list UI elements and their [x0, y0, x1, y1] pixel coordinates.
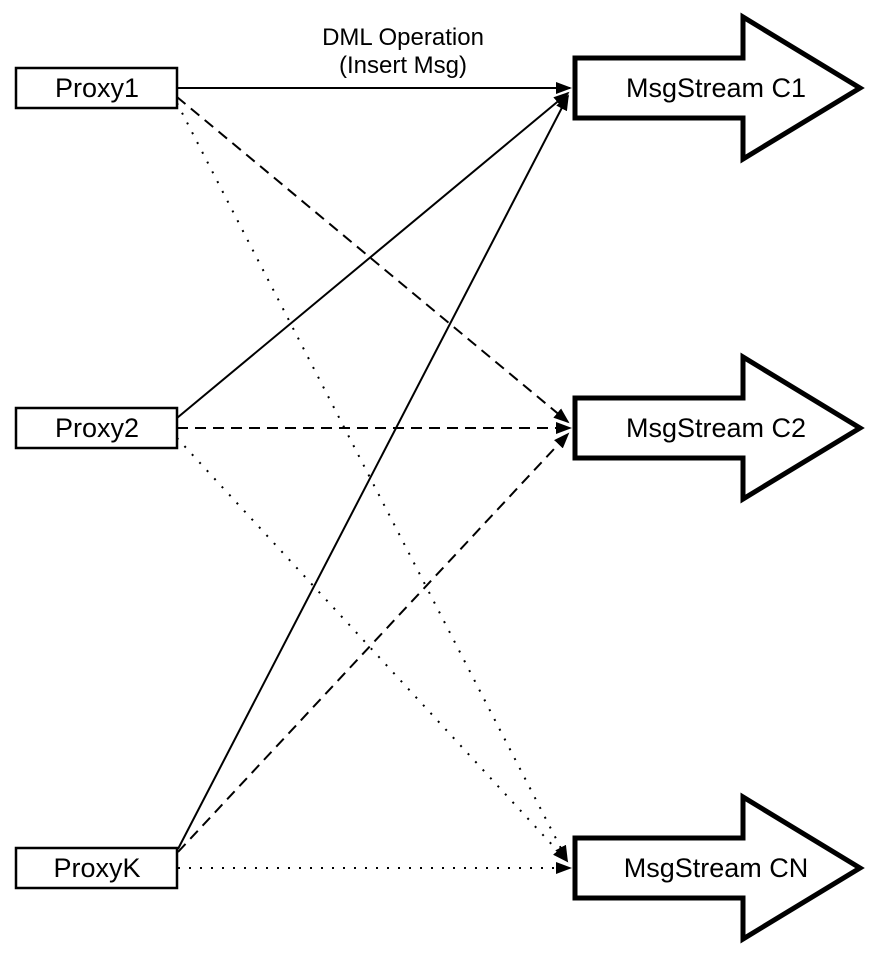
proxy2-box [14, 406, 179, 450]
dml-operation-label-line2: (Insert Msg) [339, 52, 467, 79]
proxy2-label: Proxy2 [55, 413, 139, 443]
msgstream-cn-arrow-shape [572, 792, 865, 944]
msgstream-cn-label: MsgStream CN [624, 853, 809, 883]
msgstream-c1-label: MsgStream C1 [626, 73, 806, 103]
msgstream-c2-node: MsgStream C2 [572, 352, 865, 504]
msgstream-c1-arrow-shape [572, 12, 865, 164]
connector-proxy1-msgstream-c2 [176, 96, 570, 424]
proxyk-label: ProxyK [53, 853, 140, 883]
msgstream-c2-arrow-shape [572, 352, 865, 504]
connector-proxyk-msgstream-c1 [177, 94, 569, 850]
msgstream-c2-label: MsgStream C2 [626, 413, 806, 443]
proxyk-box [14, 846, 179, 890]
dml-operation-label-line1: DML Operation [322, 24, 484, 51]
msgstream-c1-node: MsgStream C1 [572, 12, 865, 164]
connector-proxyk-msgstream-c2 [177, 432, 570, 853]
proxy2-node: Proxy2 [14, 406, 179, 450]
proxy1-label: Proxy1 [55, 73, 139, 103]
proxy1-box [14, 66, 179, 110]
connector-proxy2-msgstream-c1 [176, 91, 570, 419]
connector-proxy1-msgstream-cn [176, 102, 568, 862]
proxy1-node: Proxy1 [14, 66, 179, 110]
msgstream-cn-node: MsgStream CN [572, 792, 865, 944]
connector-proxy2-msgstream-cn [176, 437, 569, 863]
proxyk-node: ProxyK [14, 846, 179, 890]
